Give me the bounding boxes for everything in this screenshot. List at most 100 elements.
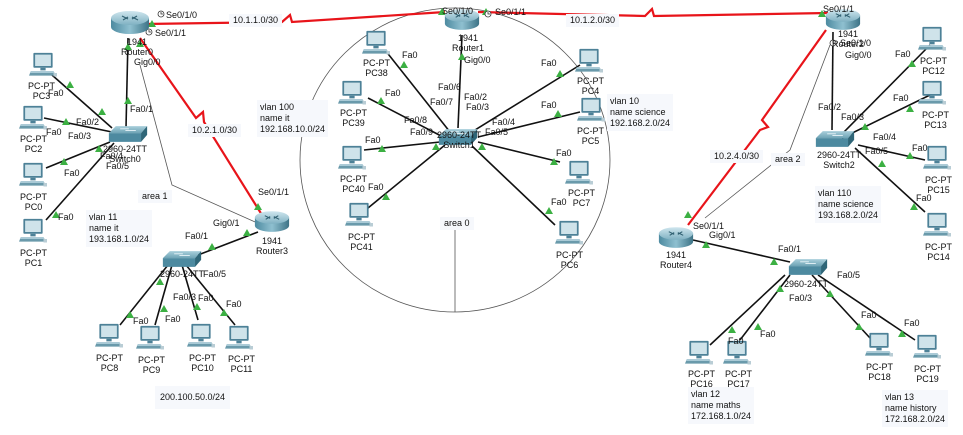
port-label: Se0/1/1 [823, 4, 855, 14]
port-label: Fa0/1 [185, 231, 209, 241]
pc5-icon[interactable] [577, 97, 605, 122]
pc1-icon[interactable] [19, 218, 47, 243]
switch0-icon[interactable] [108, 125, 148, 143]
device-type: PC-PT [688, 369, 715, 379]
device-type: PC-PT [348, 232, 375, 242]
device-type: PC-PT [363, 58, 390, 68]
port-label: Se0/1/1 [155, 28, 187, 38]
pc4-icon[interactable] [575, 48, 603, 73]
device-name: PC40 [342, 184, 365, 194]
port-label: Fa0/9 [410, 127, 434, 137]
device-name: Switch0 [109, 154, 141, 164]
area2-label: area 2 [771, 153, 805, 166]
port-label: Gig0/0 [464, 55, 491, 65]
port-label: Gig0/0 [845, 50, 872, 60]
port-label: Fa0 [365, 135, 381, 145]
router3-icon[interactable] [254, 210, 290, 233]
pc38-icon[interactable] [362, 30, 390, 55]
pc40-icon[interactable] [338, 145, 366, 170]
device-type: PC-PT [914, 364, 941, 374]
device-model: 2960-24TT [103, 144, 148, 154]
device-model: 2960-24TT [817, 150, 862, 160]
note-line: name science [610, 107, 666, 117]
device-name: PC19 [916, 374, 939, 384]
port-label: Fa0 [904, 318, 920, 328]
switch4-icon[interactable] [788, 258, 828, 276]
device-name: PC15 [927, 185, 950, 195]
port-label: Fa0/7 [430, 97, 454, 107]
pc16-icon[interactable] [685, 340, 713, 365]
port-label: Fa0 [226, 299, 242, 309]
device-type: PC-PT [28, 81, 55, 91]
pc9-icon[interactable] [136, 325, 164, 350]
pc11-icon[interactable] [225, 325, 253, 350]
device-model: 1941 [458, 33, 479, 43]
pc7-icon[interactable] [565, 160, 593, 185]
device-name: PC6 [560, 260, 579, 270]
router0-icon[interactable] [110, 10, 150, 35]
switch2-icon[interactable] [815, 130, 855, 148]
note-line: name it [260, 113, 290, 123]
device-type: PC-PT [20, 248, 47, 258]
network-label-r0-r1: 10.1.1.0/30 [229, 14, 283, 27]
clock-icon [829, 39, 837, 47]
pc2-icon[interactable] [19, 105, 47, 130]
pc3-icon[interactable] [29, 52, 57, 77]
port-label: Fa0/3 [789, 293, 813, 303]
area1-label: area 1 [138, 190, 172, 203]
device-name: PC11 [230, 364, 253, 374]
clock-icon [145, 28, 153, 36]
port-label: Fa0/1 [130, 104, 154, 114]
device-name: PC38 [365, 68, 388, 78]
device-model: 2960-24TT [160, 269, 205, 279]
pc6-icon[interactable] [555, 220, 583, 245]
note-vlan13: vlan 13 name history 172.168.2.0/24 [882, 390, 949, 427]
port-label: Fa0 [385, 88, 401, 98]
port-label: Fa0/3 [466, 102, 490, 112]
pc0-icon[interactable] [19, 162, 47, 187]
port-label: Fa0/5 [485, 127, 509, 137]
port-label: Fa0 [556, 148, 572, 158]
device-name: Router0 [121, 47, 154, 57]
pc39-icon[interactable] [338, 80, 366, 105]
device-type: PC-PT [577, 126, 604, 136]
device-name: PC9 [142, 365, 161, 375]
note-line: vlan 110 [818, 188, 852, 198]
port-label: Fa0 [893, 93, 909, 103]
clock-icons [145, 10, 837, 47]
device-type: PC-PT [138, 355, 165, 365]
switch3-icon[interactable] [162, 250, 202, 268]
note-line: name maths [691, 400, 741, 410]
port-label: Fa0 [165, 314, 181, 324]
pc13-icon[interactable] [918, 80, 946, 105]
device-type: PC-PT [568, 188, 595, 198]
network-label-r2-r4: 10.2.4.0/30 [710, 150, 764, 163]
device-type: PC-PT [577, 76, 604, 86]
router4-icon[interactable] [658, 226, 694, 249]
port-label: Fa0/8 [404, 115, 428, 125]
pc14-icon[interactable] [923, 212, 951, 237]
port-label: Se0/1/0 [166, 10, 198, 20]
pc19-icon[interactable] [913, 334, 941, 359]
pc8-icon[interactable] [95, 323, 123, 348]
device-model: 1941 [666, 250, 687, 260]
port-label: Fa0/2 [818, 102, 842, 112]
port-label: Fa0 [402, 50, 418, 60]
pc10-icon[interactable] [187, 323, 215, 348]
note-line: 172.168.2.0/24 [885, 414, 946, 424]
port-label: Fa0 [728, 336, 744, 346]
port-label: Fa0/3 [68, 131, 92, 141]
pc12-icon[interactable] [918, 26, 946, 51]
device-name: Switch2 [823, 160, 855, 170]
note-vlan110: vlan 110 name science 193.168.2.0/24 [815, 186, 882, 223]
device-name: PC4 [581, 86, 600, 96]
